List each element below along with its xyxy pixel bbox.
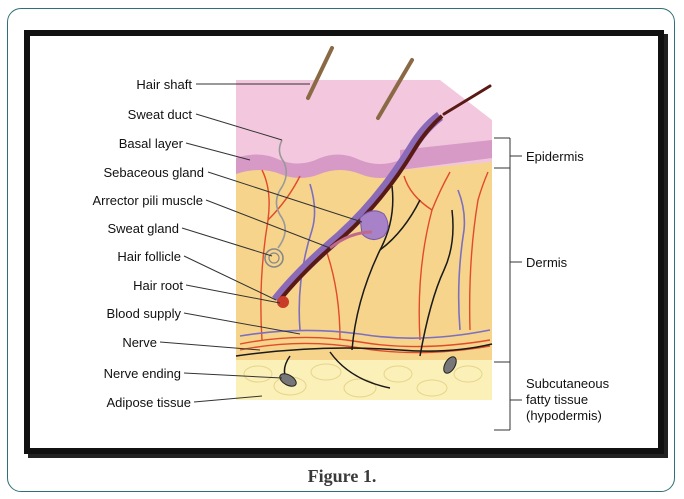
label-hair-follicle: Hair follicle [117, 249, 181, 264]
label-dermis: Dermis [526, 255, 568, 270]
label-sebaceous-gland: Sebaceous gland [104, 165, 204, 180]
label-sweat-duct: Sweat duct [128, 107, 193, 122]
label-nerve: Nerve [122, 335, 157, 350]
label-hypodermis-3: (hypodermis) [526, 408, 602, 423]
figure-caption: Figure 1. [0, 466, 684, 487]
label-hair-root: Hair root [133, 278, 183, 293]
hair-bulb [277, 296, 289, 308]
label-hypodermis-2: fatty tissue [526, 392, 588, 407]
label-hair-shaft: Hair shaft [136, 77, 192, 92]
label-hypodermis-1: Subcutaneous [526, 376, 610, 391]
label-nerve-ending: Nerve ending [104, 366, 181, 381]
sebaceous-gland [360, 211, 388, 240]
label-sweat-gland: Sweat gland [107, 221, 179, 236]
label-adipose-tissue: Adipose tissue [106, 395, 191, 410]
label-blood-supply: Blood supply [107, 306, 182, 321]
label-arrector-pili: Arrector pili muscle [92, 193, 203, 208]
label-basal-layer: Basal layer [119, 136, 184, 151]
label-epidermis: Epidermis [526, 149, 584, 164]
dermis-region [236, 162, 492, 360]
